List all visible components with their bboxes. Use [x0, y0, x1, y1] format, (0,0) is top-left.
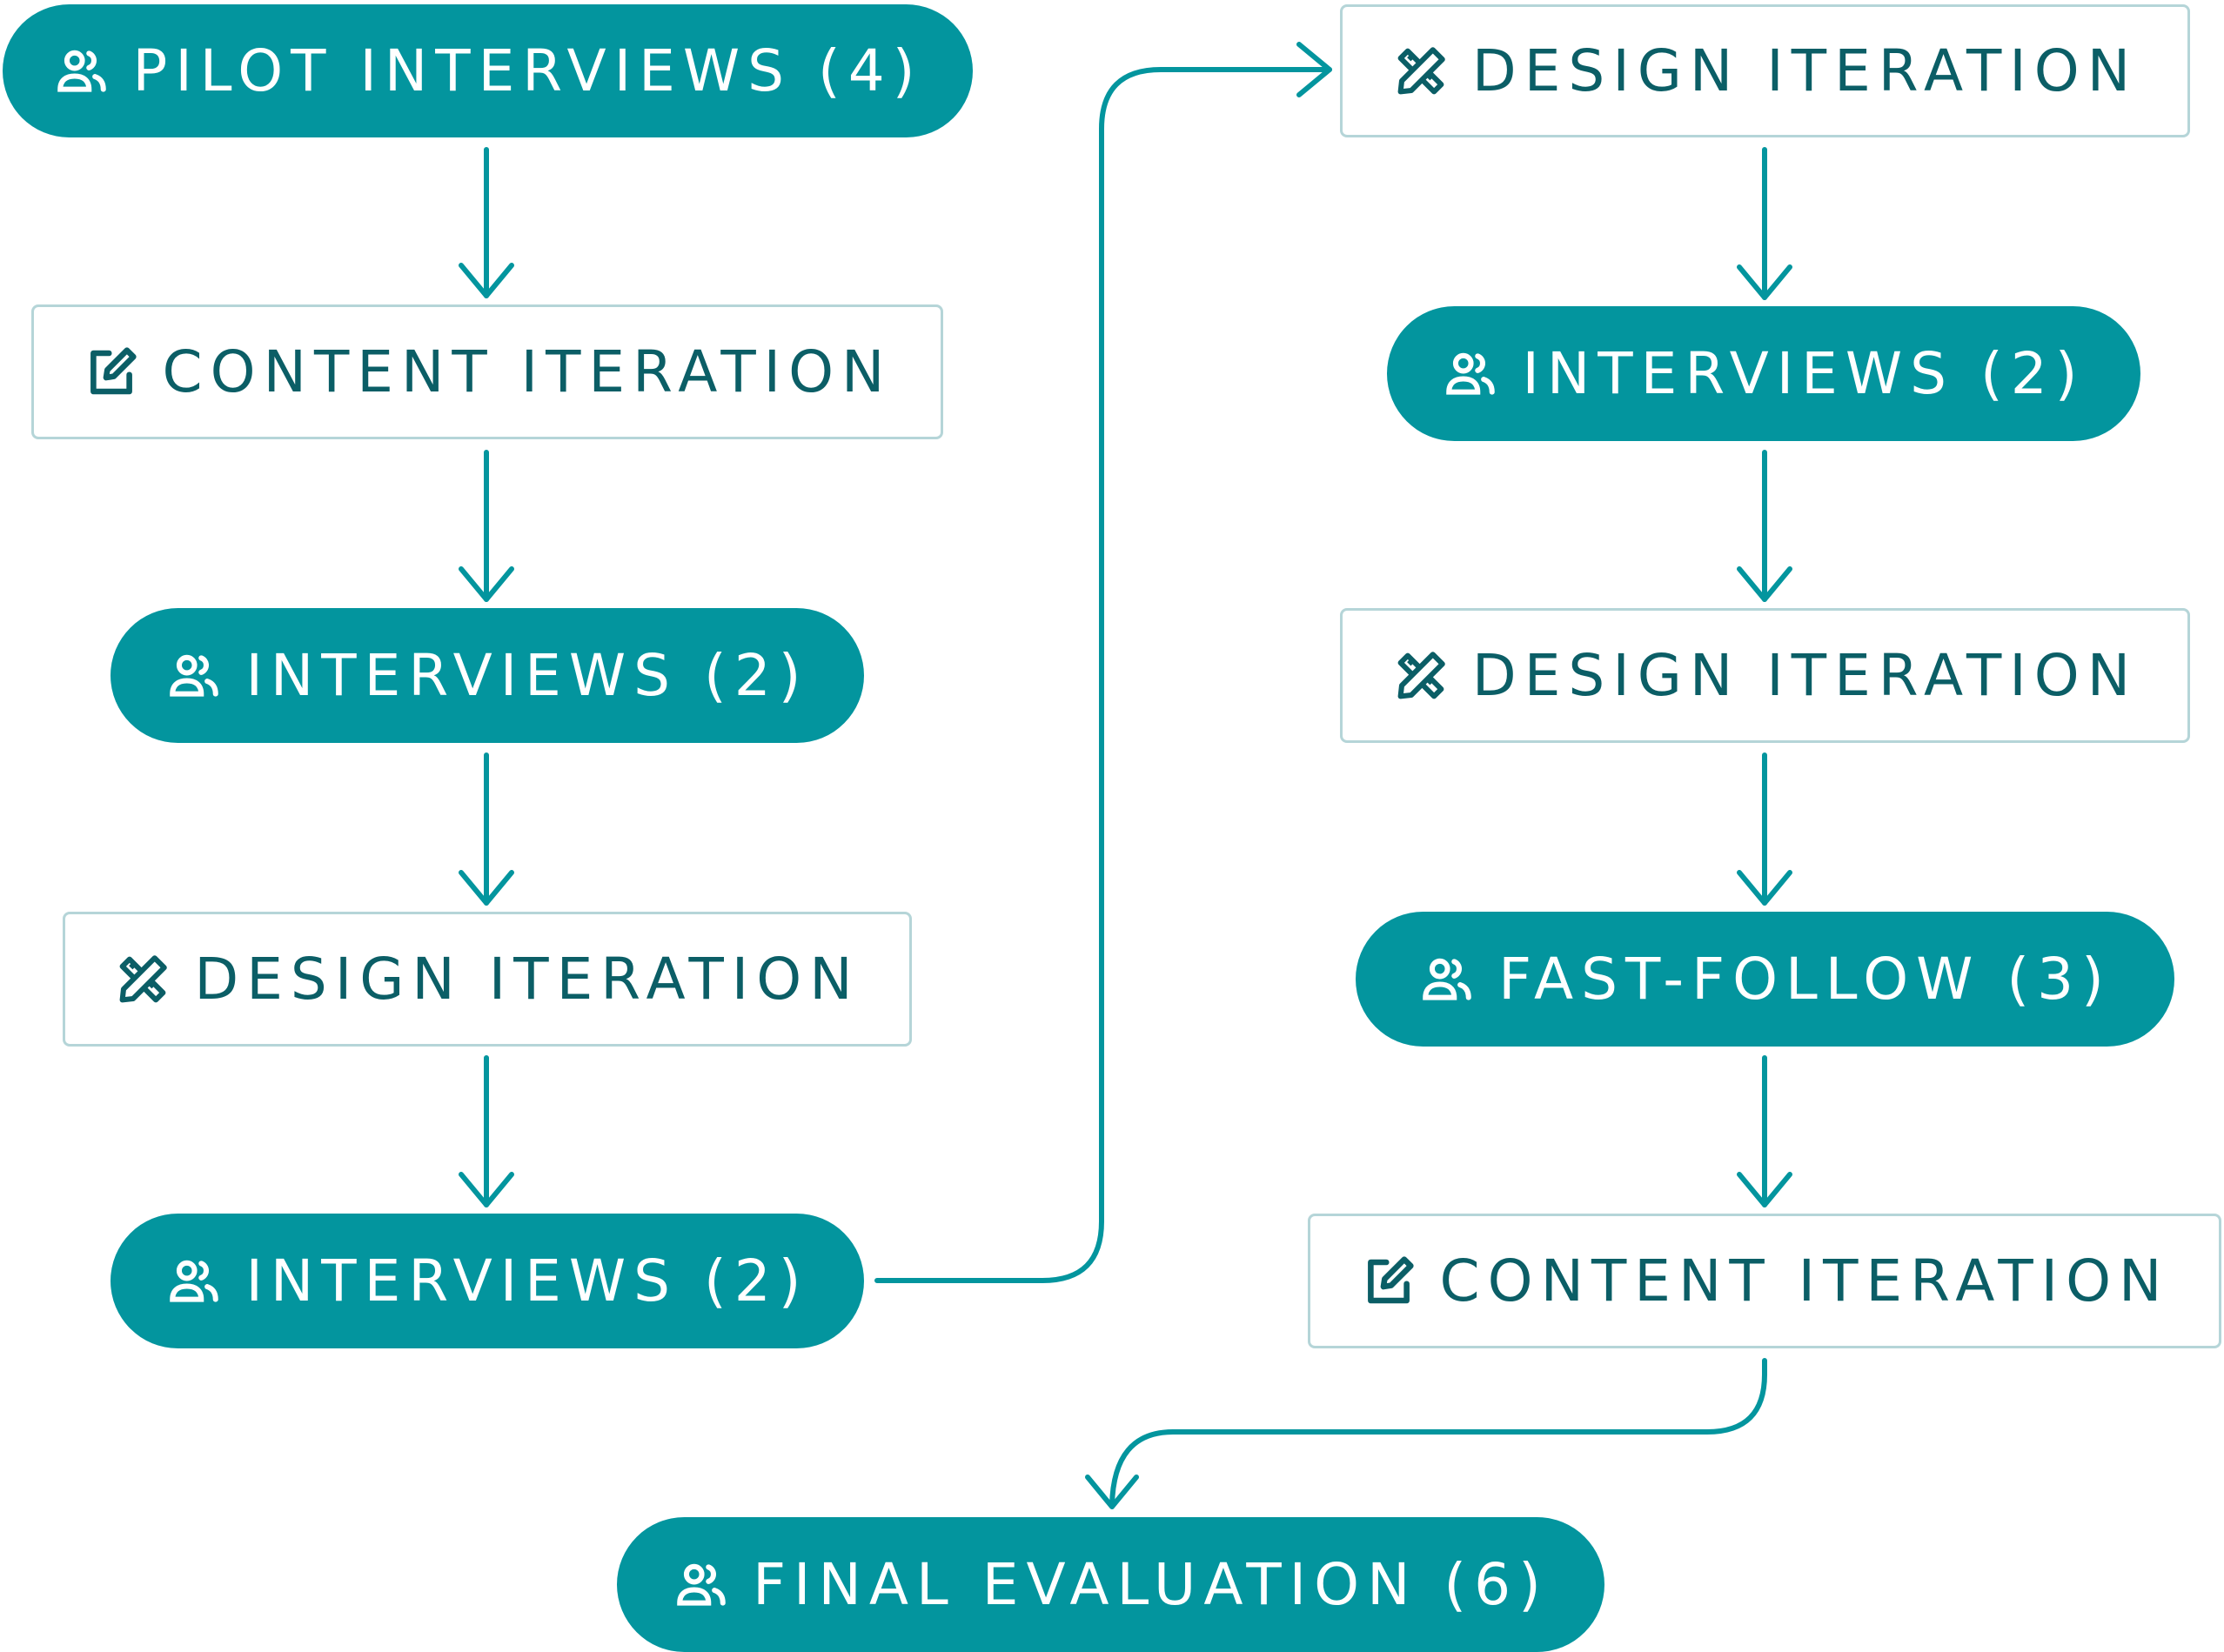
node-interviews-1: INTERVIEWS (2) — [111, 608, 864, 743]
users-icon — [165, 647, 223, 705]
node-label: CONTENT ITERATION — [1439, 1247, 2170, 1314]
node-design-iteration-2: DESIGN ITERATION — [1340, 4, 2190, 137]
node-label: INTERVIEWS (2) — [245, 1247, 809, 1314]
arrow-n3-n4 — [459, 752, 514, 906]
users-icon — [673, 1556, 730, 1614]
node-pilot-interviews: PILOT INTERVIEWS (4) — [3, 4, 973, 137]
design-tools-icon — [1392, 647, 1450, 705]
edit-icon — [1360, 1253, 1417, 1310]
node-label: FINAL EVALUATION (6) — [753, 1551, 1549, 1618]
users-icon — [1442, 345, 1499, 403]
edit-icon — [83, 344, 140, 401]
users-icon — [1418, 951, 1476, 1008]
arrow-n10-n11 — [1085, 1358, 1767, 1509]
node-interviews-3: INTERVIEWS (2) — [1387, 306, 2140, 441]
node-label: PILOT INTERVIEWS (4) — [132, 37, 923, 104]
node-final-evaluation: FINAL EVALUATION (6) — [617, 1517, 1604, 1652]
node-design-iteration-3: DESIGN ITERATION — [1340, 608, 2190, 743]
arrow-n9-n10 — [1737, 1055, 1792, 1207]
design-tools-icon — [1392, 43, 1450, 100]
node-label: INTERVIEWS (2) — [245, 642, 809, 709]
node-label: CONTENT ITERATION — [162, 338, 893, 405]
design-tools-icon — [114, 951, 171, 1008]
node-interviews-2: INTERVIEWS (2) — [111, 1214, 864, 1348]
node-content-iteration: CONTENT ITERATION — [31, 304, 943, 439]
node-label: INTERVIEWS (2) — [1522, 340, 2086, 407]
arrow-n6-n7 — [1737, 147, 1792, 300]
users-icon — [165, 1253, 223, 1310]
arrow-n4-n5 — [459, 1055, 514, 1207]
node-content-iteration-2: CONTENT ITERATION — [1308, 1214, 2221, 1348]
arrow-n8-n9 — [1737, 752, 1792, 906]
node-label: DESIGN ITERATION — [1471, 642, 2139, 709]
arrow-n2-n3 — [459, 450, 514, 602]
node-design-iteration-1: DESIGN ITERATION — [63, 912, 912, 1047]
arrow-n1-n2 — [459, 147, 514, 298]
arrow-n5-n6 — [874, 42, 1332, 1283]
node-label: FAST-FOLLOW (3) — [1498, 946, 2112, 1013]
node-label: DESIGN ITERATION — [1471, 37, 2139, 104]
node-fast-follow: FAST-FOLLOW (3) — [1356, 912, 2174, 1047]
arrow-n7-n8 — [1737, 450, 1792, 602]
node-label: DESIGN ITERATION — [194, 946, 861, 1013]
users-icon — [53, 43, 111, 100]
